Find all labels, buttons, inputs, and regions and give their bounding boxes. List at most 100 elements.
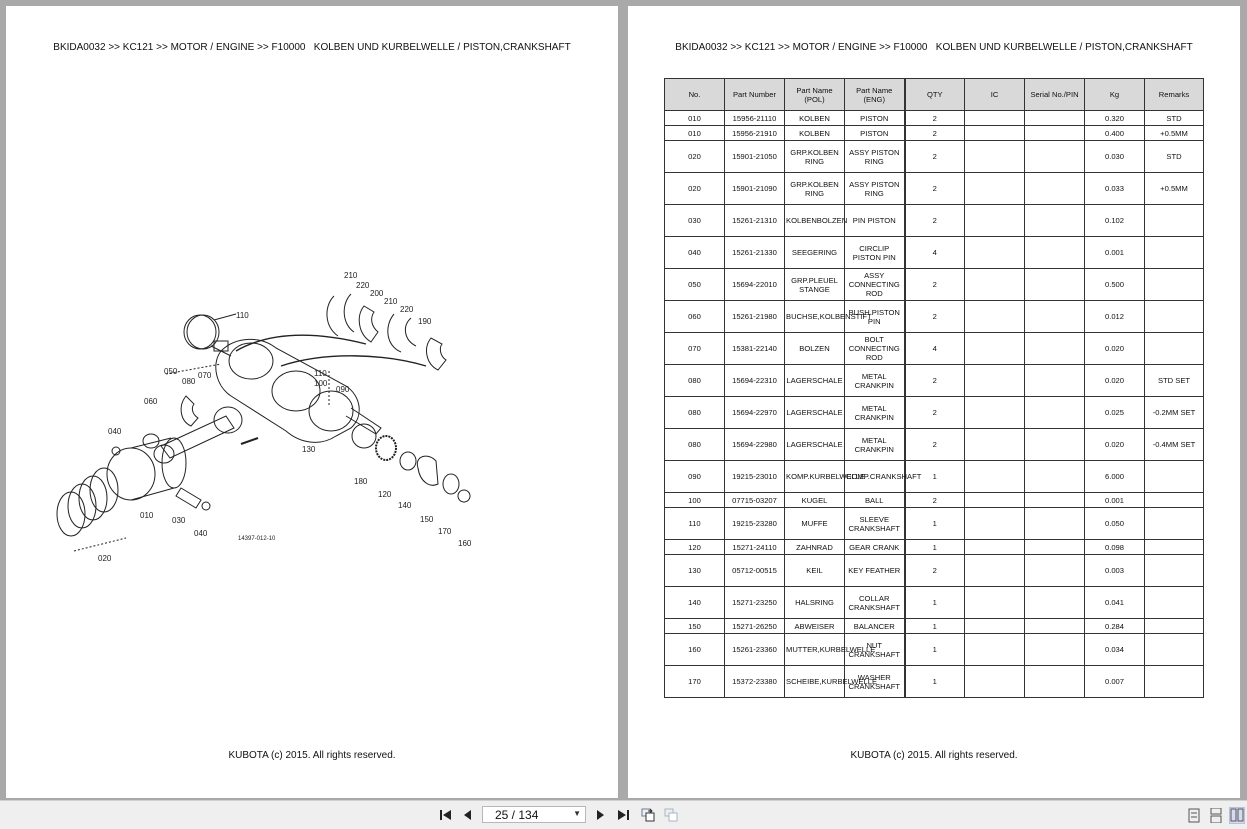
cell-part-number: 07715-03207 (724, 492, 785, 508)
cell-part-name-pol: LAGERSCHALE (784, 364, 845, 397)
cell-qty: 2 (904, 204, 965, 237)
continuous-view-button[interactable] (1209, 807, 1223, 824)
cell-qty: 1 (904, 539, 965, 555)
cell-part-number: 15956-21110 (724, 110, 785, 126)
cell-no: 080 (664, 364, 725, 397)
cell-kg: 0.012 (1084, 300, 1145, 333)
cell-no: 060 (664, 300, 725, 333)
previous-page-button[interactable] (461, 808, 475, 822)
cell-qty: 2 (904, 110, 965, 126)
cell-no: 160 (664, 633, 725, 666)
cell-serial (1024, 460, 1085, 493)
cell-part-name-eng: KEY FEATHER (844, 554, 906, 587)
cell-ic (964, 236, 1025, 269)
first-page-icon (440, 810, 451, 820)
cell-ic (964, 492, 1025, 508)
cell-kg: 0.098 (1084, 539, 1145, 555)
cell-serial (1024, 268, 1085, 301)
next-page-button[interactable] (594, 808, 608, 822)
cell-no: 130 (664, 554, 725, 587)
last-page-icon (618, 810, 629, 820)
svg-text:100: 100 (314, 379, 328, 388)
page-indicator: 25 / 134 (495, 808, 539, 822)
cell-remarks (1144, 633, 1204, 666)
drawing-code: 14397-012-10 (238, 536, 276, 542)
cell-serial (1024, 396, 1085, 429)
cell-serial (1024, 586, 1085, 619)
next-page-icon (597, 810, 604, 820)
svg-text:140: 140 (398, 501, 412, 510)
cell-kg: 0.320 (1084, 110, 1145, 126)
cell-remarks (1144, 268, 1204, 301)
cell-part-name-pol: ZAHNRAD (784, 539, 845, 555)
svg-text:160: 160 (458, 539, 472, 548)
cell-part-name-pol: GRP.KOLBEN RING (784, 172, 845, 205)
cell-kg: 0.033 (1084, 172, 1145, 205)
cell-remarks (1144, 300, 1204, 333)
cell-qty: 2 (904, 428, 965, 461)
cell-part-number: 15694-22310 (724, 364, 785, 397)
cell-part-name-eng: PISTON (844, 110, 906, 126)
cell-part-name-pol: SEEGERING (784, 236, 845, 269)
cell-qty: 1 (904, 507, 965, 540)
cell-serial (1024, 140, 1085, 173)
cell-qty: 1 (904, 633, 965, 666)
cell-part-number: 15271-23250 (724, 586, 785, 619)
col-part-name-pol: Part Name (POL) (784, 78, 845, 111)
col-part-number: Part Number (724, 78, 785, 111)
cell-part-number: 15901-21050 (724, 140, 785, 173)
page-number-select[interactable]: 25 / 134 ▼ (482, 806, 586, 823)
cell-ic (964, 554, 1025, 587)
cell-part-number: 15261-21310 (724, 204, 785, 237)
cell-ic (964, 110, 1025, 126)
cell-kg: 0.400 (1084, 125, 1145, 141)
first-page-button[interactable] (439, 808, 453, 822)
two-page-view-button[interactable] (1229, 807, 1245, 824)
cell-no: 100 (664, 492, 725, 508)
cell-part-number: 15694-22980 (724, 428, 785, 461)
svg-text:040: 040 (194, 529, 208, 538)
cell-part-name-eng: SLEEVE CRANKSHAFT (844, 507, 906, 540)
svg-text:110: 110 (236, 311, 249, 320)
svg-text:180: 180 (354, 477, 368, 486)
cell-qty: 1 (904, 586, 965, 619)
copyright-footer: KUBOTA (c) 2015. All rights reserved. (228, 750, 396, 761)
last-page-button[interactable] (616, 808, 630, 822)
cell-no: 090 (664, 460, 725, 493)
cell-serial (1024, 539, 1085, 555)
col-ic: IC (964, 78, 1025, 111)
cell-kg: 0.284 (1084, 618, 1145, 634)
cell-remarks (1144, 539, 1204, 555)
cell-part-number: 15694-22010 (724, 268, 785, 301)
single-page-view-button[interactable] (1187, 808, 1201, 823)
previous-view-icon (641, 808, 655, 822)
next-view-button[interactable] (664, 808, 678, 822)
single-page-icon (1188, 808, 1200, 823)
cell-serial (1024, 204, 1085, 237)
cell-part-number: 15381-22140 (724, 332, 785, 365)
cell-part-number: 15261-23360 (724, 633, 785, 666)
previous-view-button[interactable] (641, 808, 655, 822)
parts-table: No. Part Number Part Name (POL) Part Nam… (664, 78, 1204, 698)
cell-qty: 4 (904, 236, 965, 269)
cell-part-name-eng: CIRCLIP PISTON PIN (844, 236, 906, 269)
cell-part-name-eng: BOLT CONNECTING ROD (844, 332, 906, 365)
cell-part-number: 15271-24110 (724, 539, 785, 555)
cell-remarks (1144, 236, 1204, 269)
cell-ic (964, 618, 1025, 634)
cell-part-number: 15694-22970 (724, 396, 785, 429)
cell-no: 110 (664, 507, 725, 540)
cell-ic (964, 125, 1025, 141)
cell-ic (964, 332, 1025, 365)
svg-text:040: 040 (108, 427, 122, 436)
cell-ic (964, 428, 1025, 461)
